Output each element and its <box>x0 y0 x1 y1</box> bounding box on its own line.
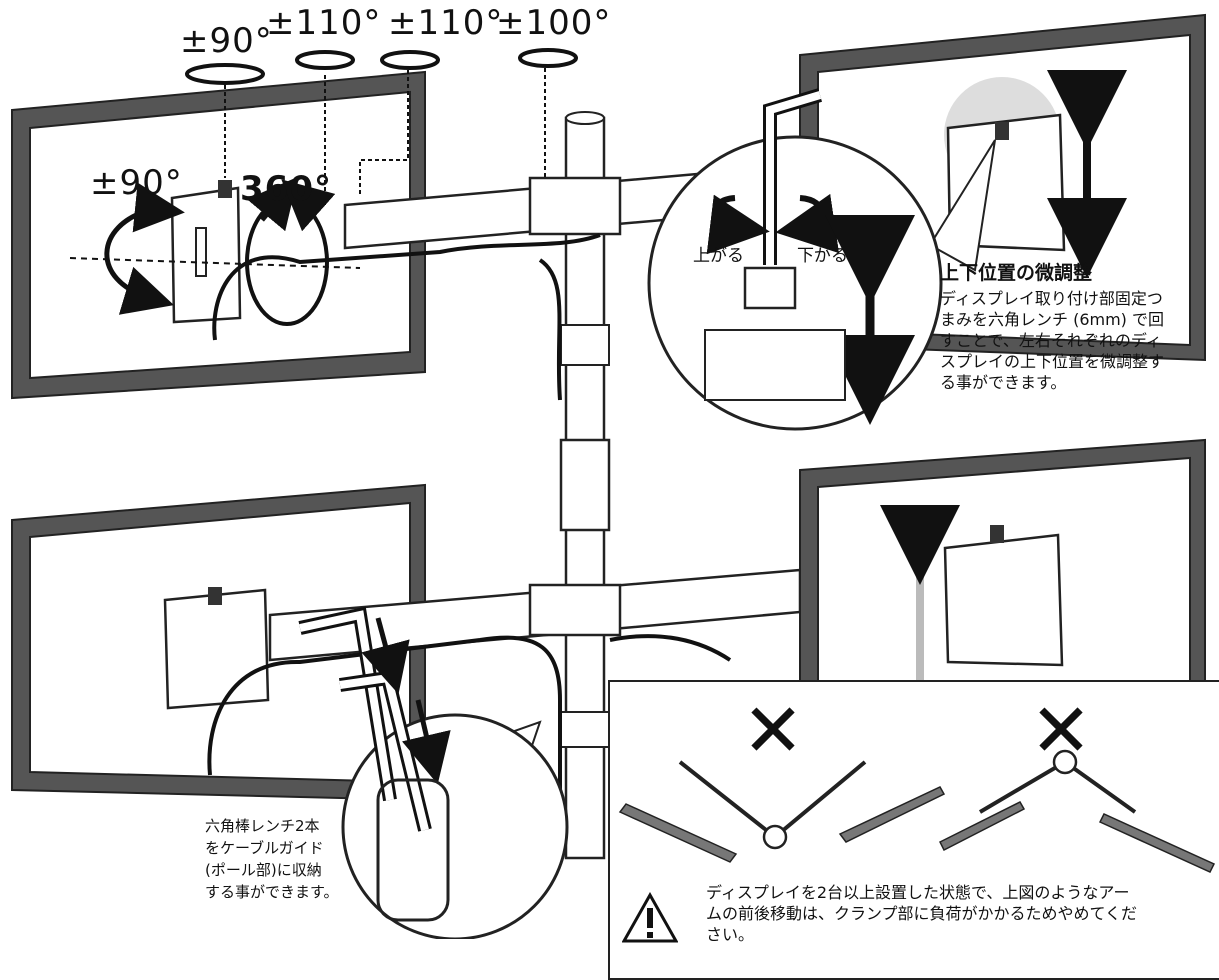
warning-line: さい。 <box>706 925 755 944</box>
monitor-bottom-left <box>11 483 426 802</box>
fine-adjust-line: まみを六角レンチ (6mm) で回 <box>940 310 1165 329</box>
rotation-arrows-top <box>185 48 578 85</box>
fine-adjust-text: ディスプレイ取り付け部固定つ まみを六角レンチ (6mm) で回 すことで、左右… <box>940 288 1215 393</box>
label-up: 上がる <box>693 246 744 266</box>
storage-note-line: 六角棒レンチ2本 <box>205 817 320 835</box>
warning-text: ディスプレイを2台以上設置した状態で、上図のようなアー ムの前後移動は、クランプ… <box>706 882 1206 945</box>
warning-box: ✕ ✕ ディスプレイを2台以上設置した状態で、上図のようなアー ムの前後移動は、… <box>608 680 1219 980</box>
arm-wrong-configuration-illustration <box>618 749 1216 873</box>
fine-adjust-line: スプレイの上下位置を微調整す <box>940 352 1165 371</box>
warning-line: ディスプレイを2台以上設置した状態で、上図のようなアー <box>706 883 1130 902</box>
cross-mark-icon: ✕ <box>742 688 805 774</box>
warning-triangle-icon <box>622 892 678 943</box>
monitor-arm-diagram <box>11 13 1206 939</box>
arm-top <box>212 170 722 401</box>
wrench-storage-callout <box>298 606 569 939</box>
rotation-label-tilt: ±90° <box>180 21 273 61</box>
storage-note: 六角棒レンチ2本 をケーブルガイド (ポール部)に収納 する事ができます。 <box>205 815 355 903</box>
rotation-label-swivel-3: ±100° <box>496 3 612 43</box>
rotation-label-rotate: ±90° <box>90 163 183 203</box>
fine-adjust-title: 上下位置の微調整 <box>940 262 1093 284</box>
monitor-bottom-right <box>799 438 1206 691</box>
wrench-callout-circle <box>647 88 996 431</box>
monitor-top-left <box>11 68 546 400</box>
storage-note-line: する事ができます。 <box>205 883 339 901</box>
fine-adjust-line: る事ができます。 <box>940 373 1067 392</box>
arm-bottom <box>207 568 802 860</box>
rotation-label-swivel-2: ±110° <box>388 3 504 43</box>
fine-adjust-line: ディスプレイ取り付け部固定つ <box>940 289 1163 308</box>
label-down: 下がる <box>797 246 848 266</box>
storage-note-line: (ポール部)に収納 <box>205 861 322 879</box>
rotation-label-360: 360° <box>240 169 332 209</box>
storage-note-line: をケーブルガイド <box>205 839 324 857</box>
rotation-label-swivel-1: ±110° <box>266 3 382 43</box>
warning-line: ムの前後移動は、クランプ部に負荷がかかるためやめてくだ <box>706 904 1138 923</box>
fine-adjust-line: すことで、左右それぞれのディ <box>940 331 1162 350</box>
